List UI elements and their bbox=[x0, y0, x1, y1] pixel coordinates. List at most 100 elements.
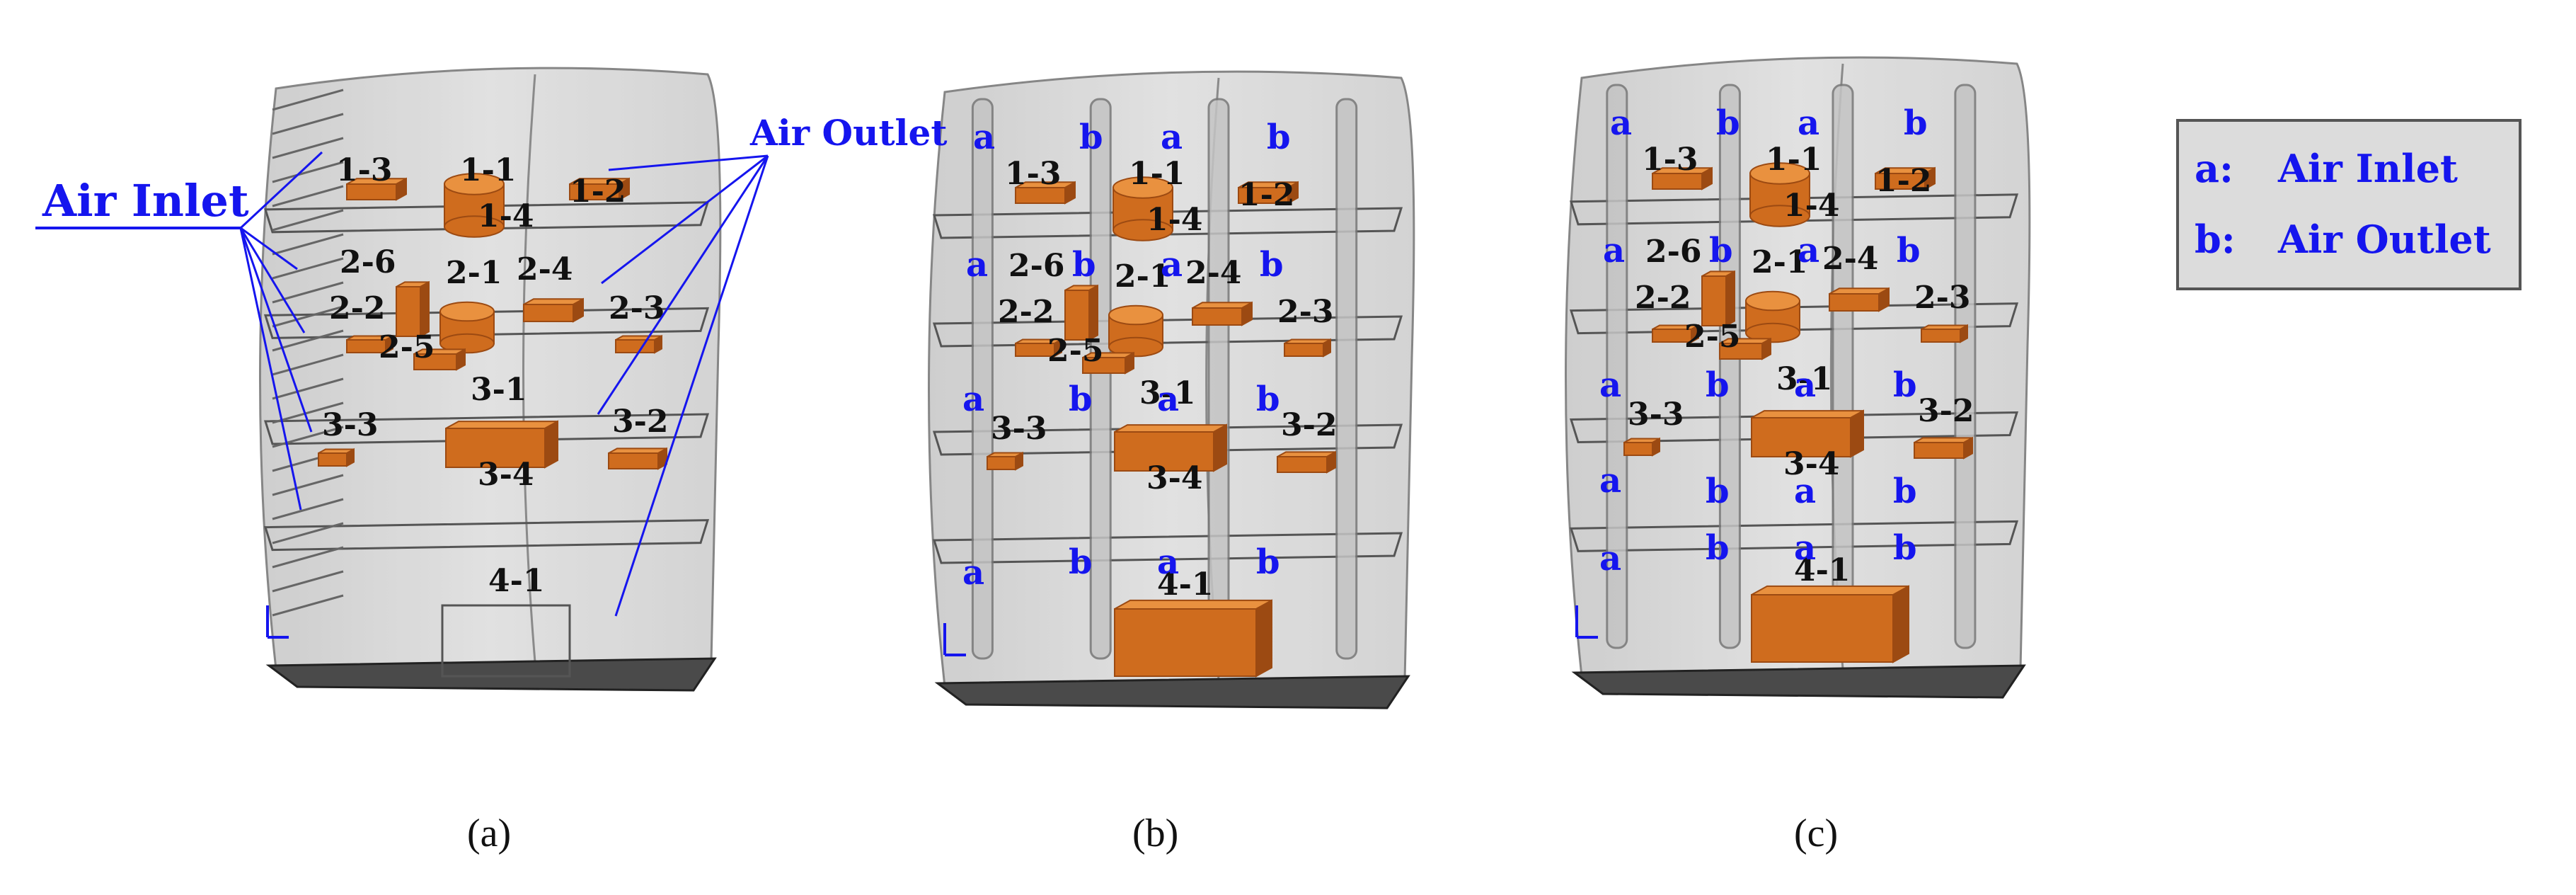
component-2-5 bbox=[1719, 337, 1771, 360]
port-label-a: a bbox=[1798, 103, 1819, 143]
component-2-1 bbox=[1108, 304, 1163, 358]
component-1-3 bbox=[1652, 166, 1713, 190]
outlet-leader bbox=[597, 155, 769, 415]
component-label-2-4: 2-4 bbox=[1185, 255, 1242, 291]
port-label-b: b bbox=[1267, 118, 1291, 157]
component-2-2 bbox=[1652, 324, 1699, 343]
port-label-a: a bbox=[973, 118, 995, 157]
port-label-a: a bbox=[1157, 542, 1179, 582]
port-label-b: b bbox=[1706, 528, 1730, 568]
component-label-1-2: 1-2 bbox=[1875, 163, 1932, 199]
component-2-5 bbox=[413, 348, 466, 371]
component-2-4 bbox=[523, 297, 584, 323]
axis-triad bbox=[943, 623, 966, 656]
louvre-slat bbox=[272, 113, 344, 135]
shelf-4 bbox=[263, 519, 710, 552]
component-label-2-1: 2-1 bbox=[1115, 258, 1171, 295]
port-label-b: b bbox=[1893, 365, 1917, 405]
port-label-a: a bbox=[1157, 380, 1179, 419]
component-label-2-6: 2-6 bbox=[1645, 234, 1702, 270]
port-label-b: b bbox=[1893, 472, 1917, 511]
component-label-1-3: 1-3 bbox=[1642, 142, 1698, 178]
air-duct-1 bbox=[1606, 84, 1628, 649]
inlet-leader bbox=[240, 227, 298, 270]
component-label-2-3: 2-3 bbox=[1914, 280, 1971, 316]
component-label-1-3: 1-3 bbox=[1005, 156, 1062, 192]
component-3-2 bbox=[608, 447, 667, 470]
louvre-slat bbox=[272, 594, 344, 617]
component-label-4-1: 4-1 bbox=[488, 563, 545, 599]
component-3-1 bbox=[1751, 409, 1864, 458]
component-label-3-1: 3-1 bbox=[471, 372, 527, 408]
port-label-a: a bbox=[1599, 461, 1621, 501]
air-duct-1 bbox=[971, 98, 994, 660]
port-label-a: a bbox=[962, 553, 984, 593]
component-1-1 bbox=[1749, 162, 1810, 227]
port-label-b: b bbox=[1904, 103, 1928, 143]
component-label-2-2: 2-2 bbox=[998, 294, 1054, 330]
component-label-1-1: 1-1 bbox=[460, 152, 517, 188]
component-4-1 bbox=[441, 604, 571, 678]
port-label-b: b bbox=[1706, 365, 1730, 405]
component-2-2 bbox=[1015, 338, 1062, 358]
component-label-3-4: 3-4 bbox=[1146, 460, 1203, 496]
component-label-2-4: 2-4 bbox=[517, 251, 573, 287]
enclosure-body bbox=[259, 67, 722, 671]
component-2-1 bbox=[439, 301, 495, 354]
component-3-2 bbox=[1914, 436, 1973, 460]
component-label-2-3: 2-3 bbox=[1277, 294, 1334, 330]
port-label-b: b bbox=[1706, 472, 1730, 511]
component-label-1-1: 1-1 bbox=[1129, 156, 1185, 192]
component-2-6 bbox=[1064, 284, 1098, 341]
louvre-slat bbox=[272, 377, 344, 400]
louvre-slat bbox=[272, 89, 344, 111]
component-label-1-4: 1-4 bbox=[1146, 202, 1203, 238]
louvre-slat bbox=[272, 209, 344, 232]
component-label-2-6: 2-6 bbox=[1008, 248, 1065, 284]
component-label-2-1: 2-1 bbox=[1752, 244, 1808, 280]
louvre-slat bbox=[272, 185, 344, 207]
shelf-1 bbox=[932, 207, 1403, 239]
component-label-2-6: 2-6 bbox=[340, 244, 396, 280]
component-label-2-3: 2-3 bbox=[609, 290, 665, 326]
shelf-3 bbox=[932, 423, 1403, 456]
component-label-2-2: 2-2 bbox=[1635, 280, 1691, 316]
component-label-1-4: 1-4 bbox=[478, 198, 534, 234]
port-label-b: b bbox=[1069, 380, 1093, 419]
component-3-3 bbox=[1623, 437, 1660, 457]
outlet-leader bbox=[614, 155, 769, 617]
louvre-slat bbox=[272, 546, 344, 569]
component-label-2-4: 2-4 bbox=[1822, 241, 1879, 277]
component-label-3-4: 3-4 bbox=[478, 457, 534, 493]
component-label-1-4: 1-4 bbox=[1783, 188, 1840, 224]
component-3-2 bbox=[1277, 450, 1336, 474]
legend-row-a: a:Air Inlet bbox=[2195, 146, 2458, 191]
port-label-b: b bbox=[1709, 231, 1733, 270]
component-1-2 bbox=[569, 177, 630, 201]
port-label-a: a bbox=[1798, 231, 1819, 270]
component-2-1 bbox=[1745, 290, 1800, 343]
component-3-3 bbox=[987, 451, 1023, 471]
outlet-leader bbox=[601, 154, 769, 285]
enclosure-divider bbox=[522, 74, 536, 663]
enclosure-body bbox=[1565, 56, 2031, 678]
louvre-slat bbox=[272, 233, 344, 256]
component-label-3-3: 3-3 bbox=[991, 411, 1047, 447]
port-label-b: b bbox=[1256, 542, 1280, 582]
component-label-3-3: 3-3 bbox=[1628, 397, 1684, 433]
port-label-b: b bbox=[1072, 245, 1096, 285]
enclosure-body bbox=[928, 70, 1415, 688]
inlet-leader bbox=[239, 227, 302, 511]
louvre-slat bbox=[272, 305, 344, 328]
port-label-a: a bbox=[1794, 472, 1816, 511]
air-duct-2 bbox=[1089, 98, 1112, 660]
port-label-b: b bbox=[1079, 118, 1103, 157]
enclosure-floor bbox=[934, 675, 1410, 709]
component-3-3 bbox=[318, 448, 355, 467]
louvre-slat bbox=[272, 329, 344, 352]
port-label-a: a bbox=[1794, 528, 1816, 568]
enclosure-floor bbox=[1571, 664, 2026, 699]
air-duct-2 bbox=[1718, 84, 1741, 649]
